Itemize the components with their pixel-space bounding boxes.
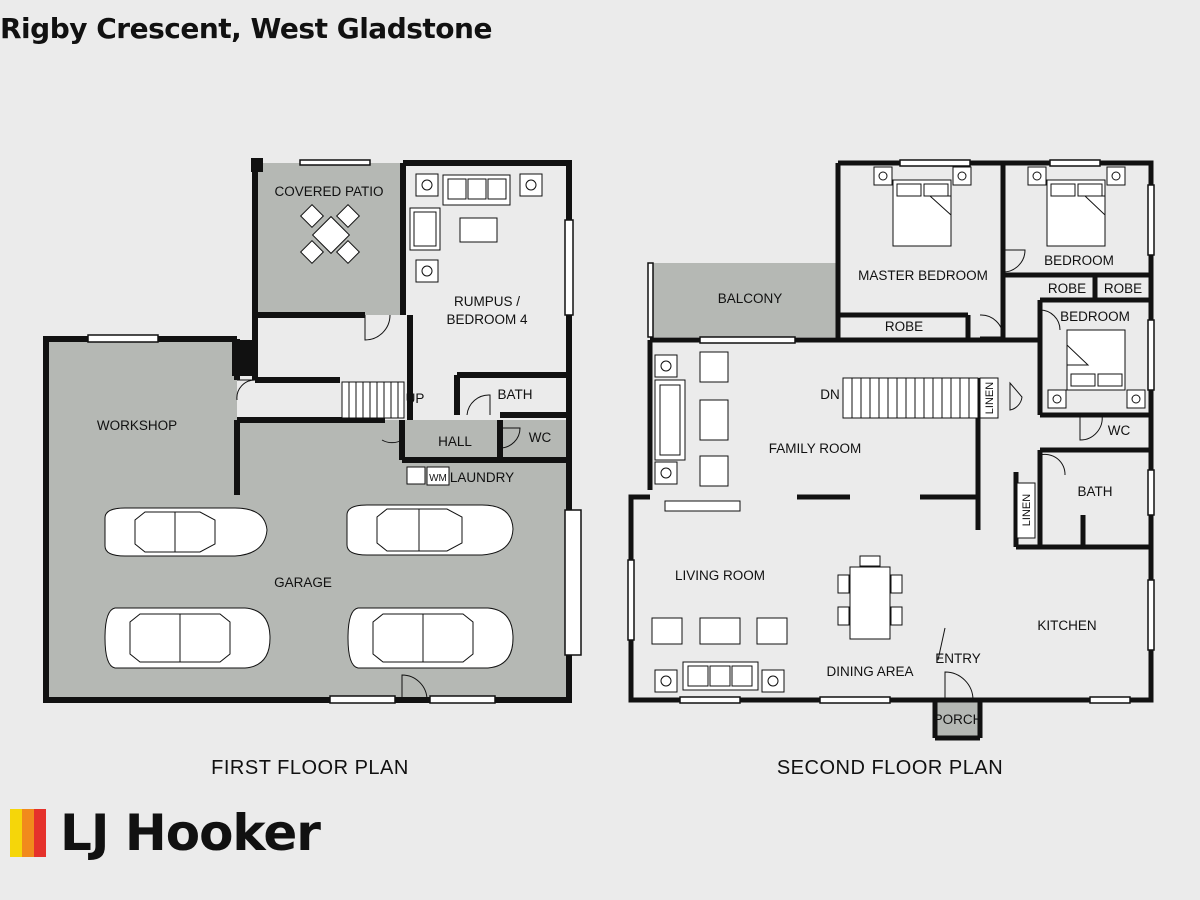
room-label-dining-area: DINING AREA (826, 664, 913, 679)
second-floor-caption: SECOND FLOOR PLAN (777, 757, 1003, 779)
room-label-garage: GARAGE (274, 575, 332, 590)
second-floor-plan: MASTER BEDROOM BEDROOM BALCONY ROBE ROBE… (627, 159, 1155, 779)
room-label-family-room: FAMILY ROOM (769, 441, 862, 456)
room-label-workshop: WORKSHOP (97, 418, 177, 433)
porch-fill (935, 700, 980, 738)
room-label-hall: HALL (438, 434, 472, 449)
room-label-wc: WC (529, 430, 552, 445)
room-label-master-bedroom: MASTER BEDROOM (858, 268, 988, 283)
room-label-rumpus-line1: RUMPUS / (454, 294, 520, 309)
dining-table-icon (837, 555, 903, 640)
stairs-down (842, 377, 1036, 539)
stairs-up-label: UP (406, 391, 425, 406)
sink-icon (406, 466, 426, 485)
balcony-fill (652, 263, 838, 337)
room-label-bath-2: BATH (1077, 484, 1112, 499)
logo-bar-yellow (10, 809, 22, 857)
family-furniture-icon (654, 351, 741, 512)
car-icon (104, 507, 268, 557)
bed-icon (873, 166, 972, 247)
stairs-up (341, 381, 405, 419)
logo-bars-icon (10, 809, 46, 857)
room-label-balcony: BALCONY (718, 291, 783, 306)
bed-icon (1047, 329, 1146, 409)
first-floor-caption: FIRST FLOOR PLAN (211, 757, 409, 779)
room-label-linen-2: LINEN (1021, 494, 1033, 526)
washing-machine-label: WM (429, 473, 447, 484)
car-icons (104, 504, 514, 669)
patio-table-icon (299, 203, 361, 265)
bed-icon (1027, 166, 1126, 247)
room-label-bath: BATH (497, 387, 532, 402)
brand-logo: LJ Hooker (10, 804, 321, 862)
room-label-robe-2: ROBE (1104, 281, 1142, 296)
room-label-laundry: LAUNDRY (450, 470, 514, 485)
room-label-rumpus-line2: BEDROOM 4 (446, 312, 528, 327)
room-label-porch: PORCH (934, 712, 983, 727)
logo-bar-orange (22, 809, 34, 857)
room-label-living-room: LIVING ROOM (675, 568, 765, 583)
car-icon (104, 607, 271, 669)
living-furniture-icon (651, 617, 788, 693)
rumpus-furniture-icon (409, 173, 543, 283)
room-label-bedroom-b: BEDROOM (1060, 309, 1130, 324)
logo-bar-red (34, 809, 46, 857)
brand-name: LJ Hooker (60, 804, 321, 862)
stairs-down-label: DN (820, 387, 840, 402)
room-label-kitchen: KITCHEN (1037, 618, 1096, 633)
room-label-covered-patio: COVERED PATIO (274, 184, 383, 199)
second-floor-walls (628, 160, 1154, 741)
car-icon (346, 504, 514, 556)
room-label-robe-1: ROBE (1048, 281, 1086, 296)
room-label-linen-1: LINEN (984, 382, 996, 414)
first-floor-plan: COVERED PATIO RUMPUS / BEDROOM 4 UP BATH… (43, 158, 582, 779)
room-label-bedroom-a: BEDROOM (1044, 253, 1114, 268)
room-label-wc-2: WC (1108, 423, 1131, 438)
bed-icons (873, 166, 1146, 409)
washing-machine-icon (426, 466, 450, 486)
room-label-entry: ENTRY (935, 651, 981, 666)
room-label-robe-master: ROBE (885, 319, 923, 334)
page-title: Rigby Crescent, West Gladstone (0, 12, 492, 45)
car-icon (347, 607, 514, 669)
